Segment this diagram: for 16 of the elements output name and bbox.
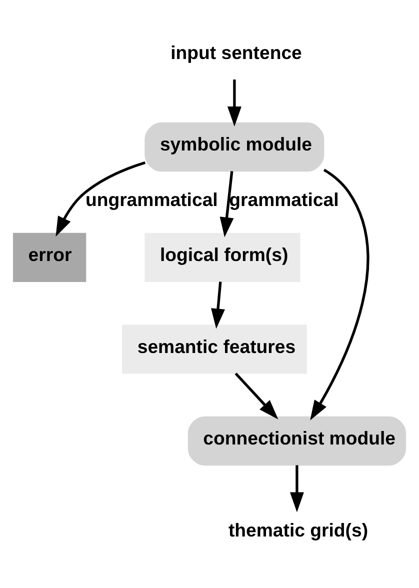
- node-box: logical form(s): [144, 232, 300, 282]
- node-box: semantic features: [122, 324, 307, 374]
- edge-label: ungrammatical: [85, 188, 218, 210]
- arrow: [220, 171, 234, 238]
- edge-label: grammatical: [229, 188, 339, 210]
- arrow: [290, 465, 304, 512]
- arrow: [56, 161, 146, 237]
- arrow: [310, 168, 370, 420]
- node-text: input sentence: [170, 42, 302, 63]
- node-text: thematic grid(s): [228, 519, 368, 540]
- node-box: error: [12, 232, 86, 282]
- node-box: connectionist module: [188, 416, 406, 466]
- arrow: [211, 282, 225, 329]
- node-box: symbolic module: [144, 122, 324, 172]
- arrow: [227, 80, 242, 127]
- arrow: [234, 372, 278, 420]
